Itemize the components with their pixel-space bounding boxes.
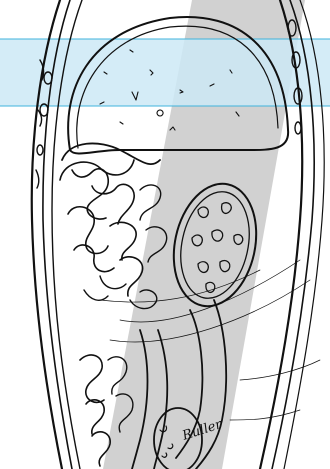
illustration-canvas: Ruller xyxy=(0,0,330,469)
anatomical-illustration: Ruller xyxy=(0,0,330,469)
